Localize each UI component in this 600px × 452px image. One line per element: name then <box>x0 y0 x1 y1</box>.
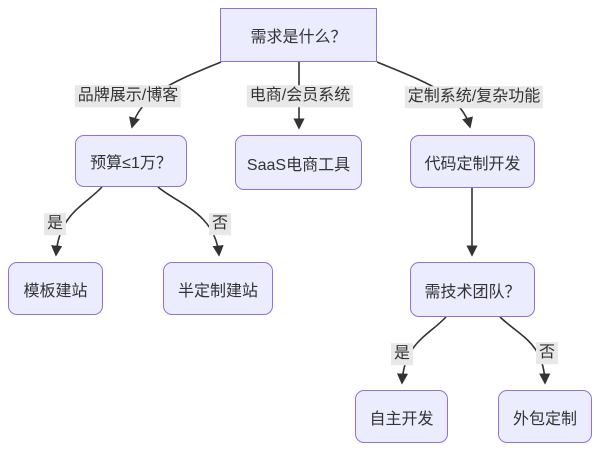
node-saas-tool: SaaS电商工具 <box>235 135 362 190</box>
node-self-dev: 自主开发 <box>355 390 448 443</box>
edge-label-no-left: 否 <box>208 213 232 235</box>
edge-label-ecommerce: 电商/会员系统 <box>246 85 354 107</box>
edge-budget-to-template <box>51 186 103 257</box>
node-semi-custom-site: 半定制建站 <box>163 262 273 315</box>
node-code-dev: 代码定制开发 <box>410 135 535 188</box>
edge-team-to-outsource <box>499 316 551 385</box>
edge-label-brand-blog: 品牌展示/博客 <box>74 85 182 107</box>
edge-team-to-self <box>396 316 447 385</box>
edge-label-no-right: 否 <box>535 342 559 364</box>
node-outsourced-custom: 外包定制 <box>498 390 592 443</box>
node-template-site: 模板建站 <box>8 262 103 315</box>
edge-label-yes-left: 是 <box>43 213 67 235</box>
edge-budget-to-semi <box>157 186 224 257</box>
edge-label-custom-system: 定制系统/复杂功能 <box>404 86 544 108</box>
node-tech-team-question: 需技术团队？ <box>410 262 535 317</box>
node-budget-question: 预算≤1万？ <box>75 135 187 187</box>
node-root-question: 需求是什么？ <box>220 8 377 62</box>
edge-label-yes-right: 是 <box>390 343 414 365</box>
